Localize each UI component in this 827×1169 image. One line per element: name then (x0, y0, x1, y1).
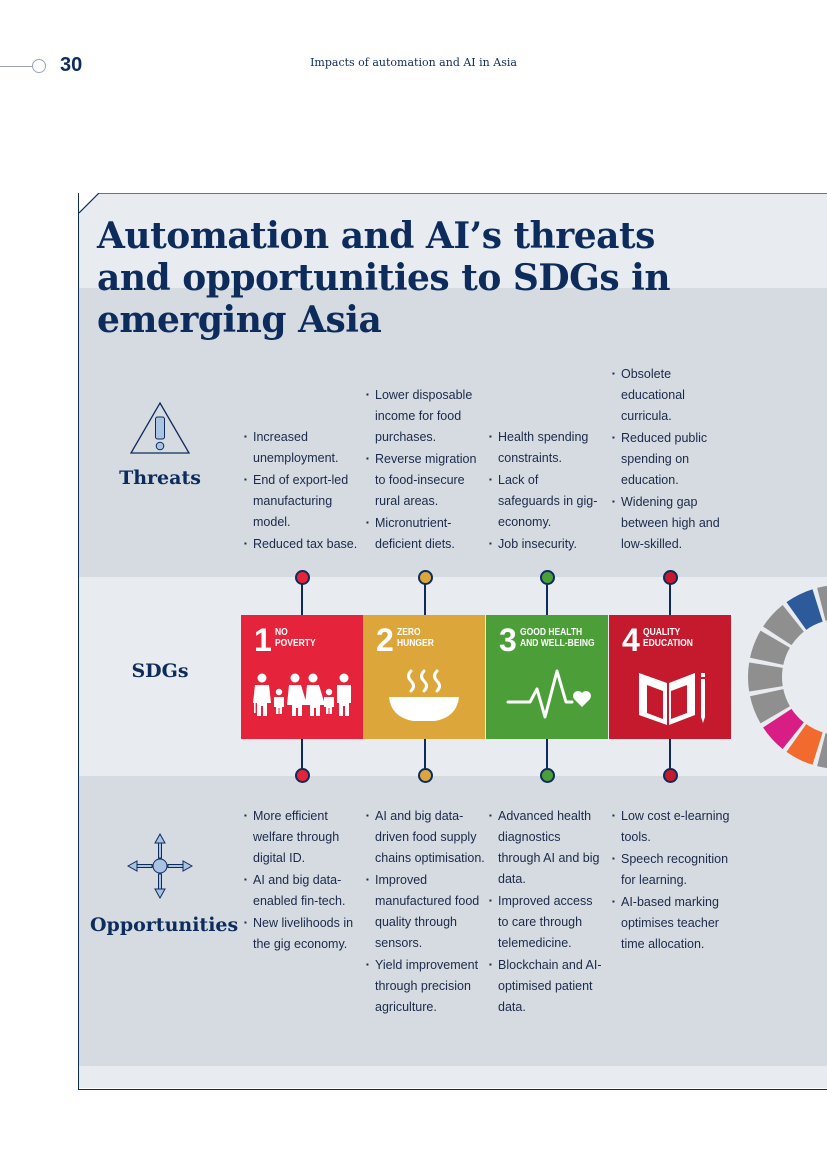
page-number: 30 (60, 54, 83, 76)
connector-line-top-3 (546, 582, 548, 615)
warning-triangle-icon (129, 401, 191, 454)
threat-item: Widening gap between high and low-skille… (612, 491, 732, 555)
row-label-threats: Threats (119, 467, 201, 489)
heartbeat-icon (506, 669, 591, 719)
wheel-segment (817, 585, 827, 621)
connector-line-top-1 (301, 582, 303, 615)
threat-item: Job insecurity. (489, 533, 601, 555)
header-rule (0, 66, 34, 67)
row-label-sdgs: SDGs (131, 660, 189, 682)
wheel-segment (763, 605, 804, 646)
connector-line-bottom-4 (669, 739, 671, 771)
connector-dot-bottom-1 (295, 768, 310, 783)
opportunity-item: AI-based marking optimises teacher time … (612, 891, 734, 955)
sdg-tile-number: 1 (254, 622, 272, 658)
threats-list-sdg2: Lower disposable income for food purchas… (366, 384, 486, 555)
threat-item: Obsolete educational curricula. (612, 363, 732, 427)
running-title: Impacts of automation and AI in Asia (310, 56, 517, 69)
figure-title-line-2: and opportunities to SDGs in (97, 257, 671, 299)
connector-line-bottom-3 (546, 739, 548, 771)
threat-item: Reduced tax base. (244, 533, 364, 555)
opportunity-item: AI and big data-enabled fin-tech. (244, 869, 364, 912)
connector-dot-top-4 (663, 570, 678, 585)
opportunity-item: Blockchain and AI-optimised patient data… (489, 954, 603, 1018)
opportunity-item: Low cost e-learning tools. (612, 805, 734, 848)
opportunity-item: Improved manufactured food quality throu… (366, 869, 486, 954)
opportunity-item: Speech recognition for learning. (612, 848, 734, 891)
threat-item: Health spending constraints. (489, 426, 601, 469)
wheel-segment (763, 708, 804, 749)
opportunity-item: AI and big data-driven food supply chain… (366, 805, 486, 869)
threat-item: Reverse migration to food-insecure rural… (366, 448, 486, 512)
connector-line-bottom-2 (424, 739, 426, 771)
connector-line-bottom-1 (301, 739, 303, 771)
connector-dot-top-2 (418, 570, 433, 585)
figure-title-line-1: Automation and AI’s threats (97, 215, 655, 257)
family-icon (253, 673, 351, 716)
connector-dot-top-1 (295, 570, 310, 585)
opportunities-list-sdg3: Advanced health diagnostics through AI a… (489, 805, 603, 1018)
sdg-wheel-graphic (748, 585, 827, 769)
opportunity-item: Improved access to care through telemedi… (489, 890, 603, 954)
wheel-segment (748, 662, 783, 692)
wheel-segment (817, 733, 827, 769)
threats-list-sdg4: Obsolete educational curricula. Reduced … (612, 363, 732, 555)
opportunity-item: Yield improvement through precision agri… (366, 954, 486, 1018)
opportunities-list-sdg1: More efficient welfare through digital I… (244, 805, 364, 955)
threat-item: Lower disposable income for food purchas… (366, 384, 486, 448)
threat-item: Micronutrient-deficient diets. (366, 512, 486, 555)
steaming-bowl-icon (389, 669, 459, 721)
four-arrows-icon (126, 832, 194, 900)
opportunity-item: Advanced health diagnostics through AI a… (489, 805, 603, 890)
connector-dot-bottom-4 (663, 768, 678, 783)
threat-item: End of export-led manufacturing model. (244, 469, 364, 533)
row-label-opportunities: Opportunities (90, 914, 239, 936)
connector-dot-bottom-2 (418, 768, 433, 783)
threats-list-sdg3: Health spending constraints. Lack of saf… (489, 426, 601, 555)
connector-line-top-4 (669, 582, 671, 615)
figure-title-line-3: emerging Asia (97, 299, 382, 341)
threat-item: Reduced public spending on education. (612, 427, 732, 491)
threat-item: Increased unemployment. (244, 426, 364, 469)
figure-title: Automation and AI’s threats and opportun… (97, 215, 737, 341)
opportunity-item: More efficient welfare through digital I… (244, 805, 364, 869)
opportunities-list-sdg2: AI and big data-driven food supply chain… (366, 805, 486, 1018)
threat-item: Lack of safeguards in gig-economy. (489, 469, 601, 533)
opportunity-item: New livelihoods in the gig economy. (244, 912, 364, 955)
opportunities-list-sdg4: Low cost e-learning tools. Speech recogn… (612, 805, 734, 955)
wheel-segment (750, 689, 790, 724)
sdg-tile-number: 4 (622, 622, 640, 658)
sdg-tile-number: 3 (499, 622, 517, 658)
threats-list-sdg1: Increased unemployment. End of export-le… (244, 426, 364, 555)
open-book-pencil-icon (639, 673, 705, 725)
connector-dot-top-3 (540, 570, 555, 585)
wheel-segment (786, 724, 823, 765)
wheel-segment (750, 630, 790, 665)
wheel-segment (786, 589, 823, 630)
header-circle-marker (32, 59, 46, 73)
sdg-tile-number: 2 (376, 622, 394, 658)
connector-line-top-2 (424, 582, 426, 615)
connector-dot-bottom-3 (540, 768, 555, 783)
